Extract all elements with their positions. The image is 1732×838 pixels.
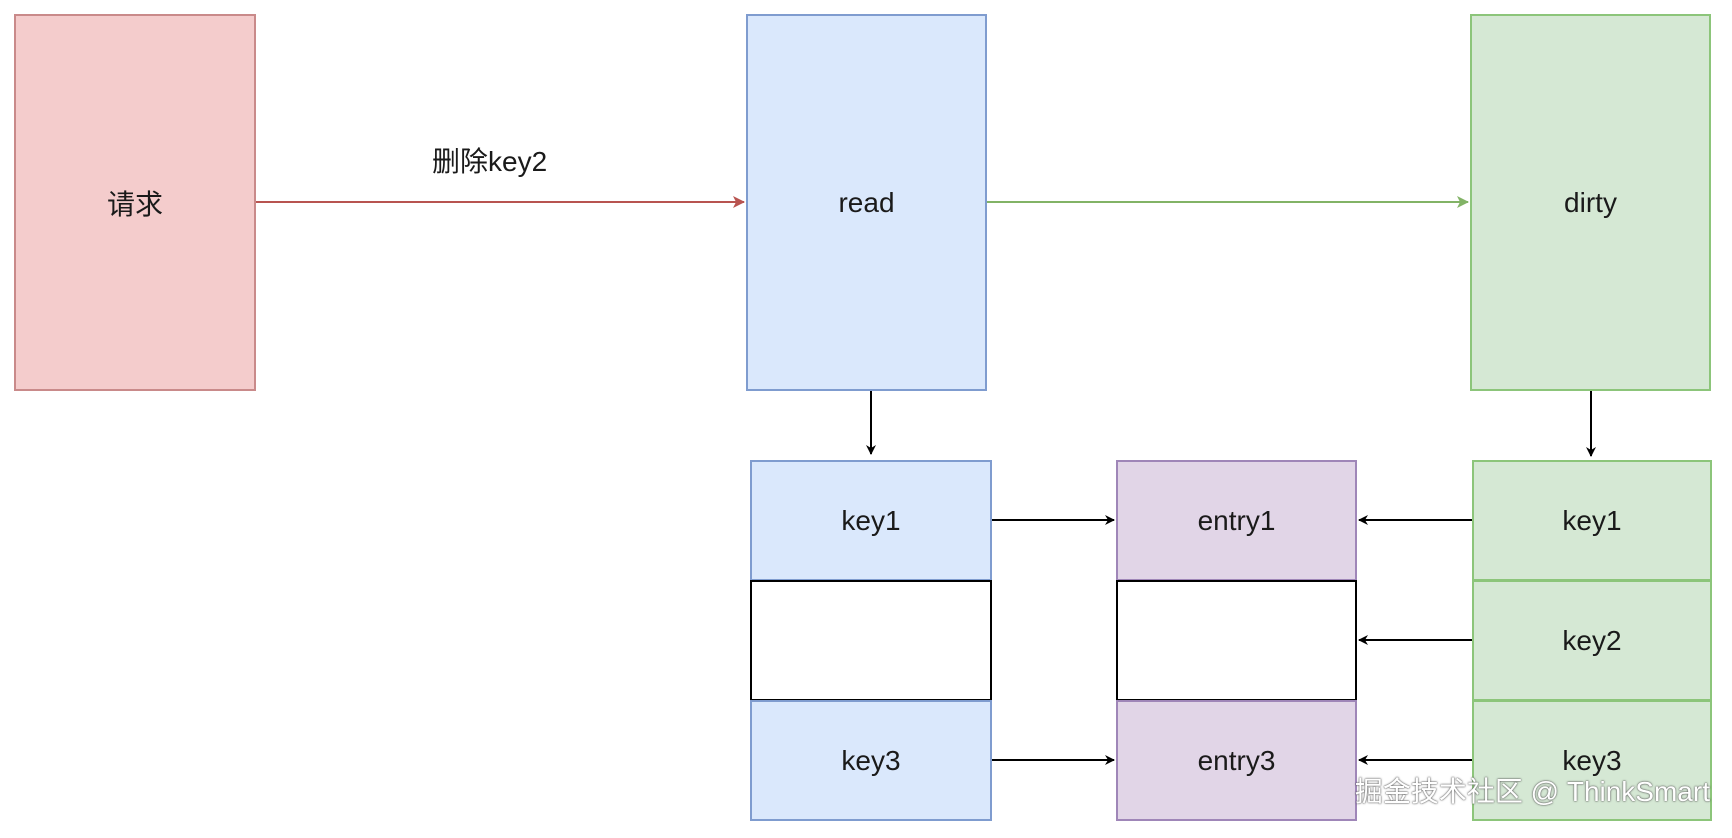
dirty-key2-cell: key2 xyxy=(1472,580,1712,701)
entry1-cell: entry1 xyxy=(1116,460,1357,581)
dirty-key1-cell: key1 xyxy=(1472,460,1712,581)
entry3-cell: entry3 xyxy=(1116,700,1357,821)
dirty-key3-cell: key3 xyxy=(1472,700,1712,821)
read-node: read xyxy=(746,14,987,391)
read-key3-cell: key3 xyxy=(750,700,992,821)
dirty-node: dirty xyxy=(1470,14,1711,391)
delete-key2-label: 删除key2 xyxy=(432,146,548,177)
entry-empty-cell xyxy=(1116,580,1357,701)
watermark: 掘金技术社区 @ ThinkSmart xyxy=(1354,776,1710,807)
read-key1-cell: key1 xyxy=(750,460,992,581)
read-empty-cell xyxy=(750,580,992,701)
request-node: 请求 xyxy=(14,14,256,391)
